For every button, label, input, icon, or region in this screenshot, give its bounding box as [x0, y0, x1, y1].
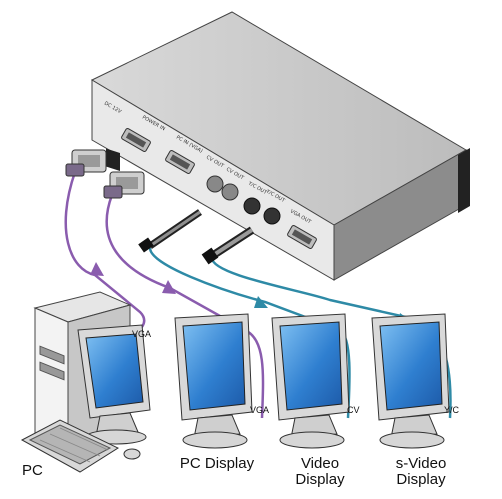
pc-display-label: PC Display: [179, 455, 255, 472]
vga-arrow-pc: [90, 262, 104, 276]
video-display-label: Video Display: [295, 455, 345, 488]
yc-label: Y/C: [444, 405, 460, 415]
yc-out-port-2: [263, 207, 281, 225]
pc-label: PC: [22, 462, 43, 479]
yc-cable: [209, 257, 453, 419]
cv-out-port: [206, 175, 224, 193]
vga-plug-2: [103, 171, 145, 199]
svideo-display-label: s-Video Display: [395, 455, 447, 488]
scaler-device: DC 12V POWER IN PC IN (VGA) CV OUT CV OU…: [90, 11, 470, 281]
vga-arrow-display: [162, 280, 176, 294]
bnc-plug: [138, 209, 202, 253]
pc-monitor: [77, 324, 151, 445]
svideo-plug: [201, 226, 255, 265]
yc-out-port: [243, 197, 261, 215]
vga-plug-1: [65, 149, 107, 177]
svideo-display-monitor: [371, 313, 450, 449]
video-display-monitor: [271, 313, 350, 449]
pc-display-monitor: [174, 313, 253, 449]
vga-port: [287, 225, 317, 249]
vga-pc-label: VGA: [132, 329, 152, 339]
pc-in-port: [121, 128, 151, 152]
cv-arrow: [254, 296, 268, 308]
vga-display-label: VGA: [250, 405, 270, 415]
vga-out-port: [165, 150, 195, 174]
cv-cable: [147, 247, 352, 419]
cv-out-port-2: [221, 183, 239, 201]
mouse: [123, 448, 141, 460]
cv-label: CV: [347, 405, 360, 415]
dc-jack: [106, 148, 120, 171]
keyboard: [20, 419, 120, 473]
